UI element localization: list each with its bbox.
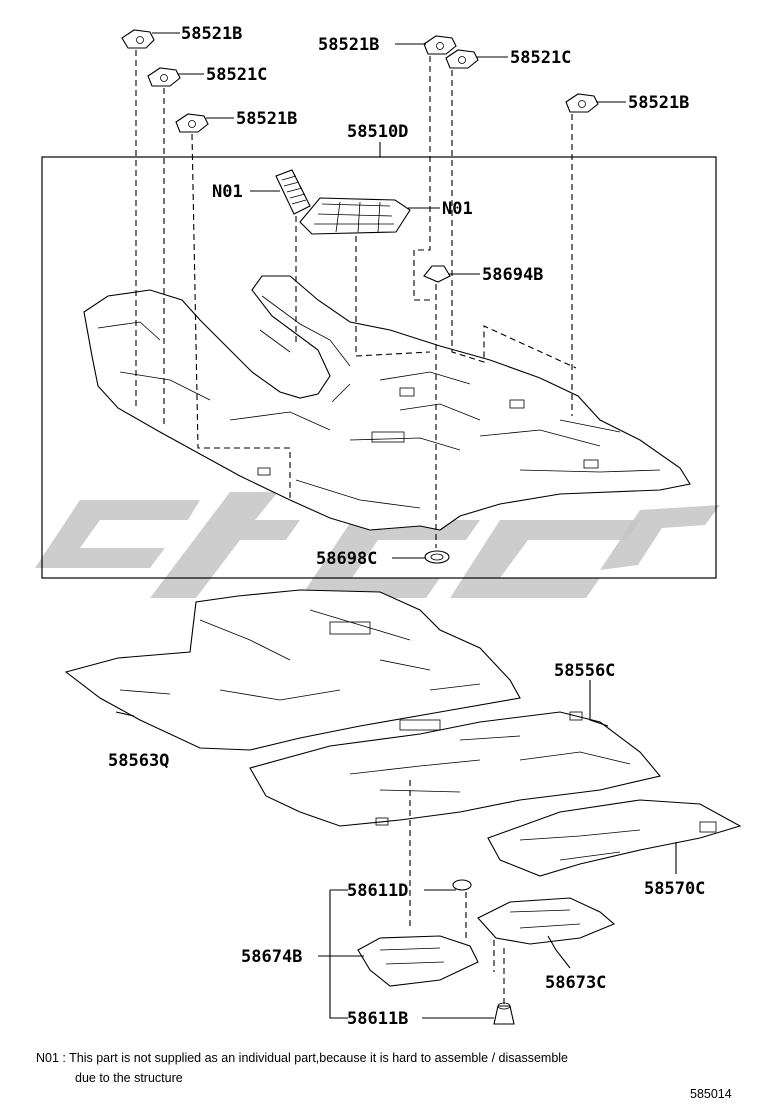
- footrest-pad-n01[interactable]: [299, 197, 411, 235]
- label-58556c: 58556C: [554, 661, 615, 681]
- label-58521b-4: 58521B: [628, 93, 689, 113]
- clip-58521c-1[interactable]: [147, 67, 181, 87]
- clip-58694b[interactable]: [423, 265, 451, 283]
- label-58611b: 58611B: [347, 1009, 408, 1029]
- clip-58521c-2[interactable]: [445, 49, 479, 69]
- note-line-1: N01 : This part is not supplied as an in…: [36, 1051, 568, 1065]
- clip-58521b-1[interactable]: [121, 29, 155, 49]
- cover-58674b[interactable]: [357, 935, 479, 987]
- upper-leader-lines: [152, 32, 626, 559]
- label-58510d: 58510D: [347, 122, 408, 142]
- accelerator-pad-n01[interactable]: [275, 169, 311, 215]
- label-58563q: 58563Q: [108, 751, 169, 771]
- lower-leader-lines: [115, 680, 677, 1019]
- silencer-58556c[interactable]: [249, 711, 661, 827]
- silencer-58563q[interactable]: [64, 589, 521, 751]
- label-58674b: 58674B: [241, 947, 302, 967]
- cover-58673c[interactable]: [477, 897, 616, 945]
- floor-carpet-58510d[interactable]: [83, 275, 691, 531]
- upper-dashed-lines: [135, 50, 577, 548]
- clip-58521b-2[interactable]: [175, 113, 209, 133]
- label-n01-right: N01: [442, 199, 473, 219]
- figure-code: 585014: [690, 1087, 732, 1101]
- label-58673c: 58673C: [545, 973, 606, 993]
- carpet-assembly-box: [41, 156, 717, 579]
- label-58521c-1: 58521C: [206, 65, 267, 85]
- label-58521b-1: 58521B: [181, 24, 242, 44]
- lower-dashed-lines: [409, 780, 505, 1004]
- clip-58611d[interactable]: [452, 879, 472, 891]
- silencer-58570c[interactable]: [487, 799, 742, 877]
- clip-58698c[interactable]: [424, 550, 450, 564]
- label-58521b-3: 58521B: [318, 35, 379, 55]
- label-58611d: 58611D: [347, 881, 408, 901]
- label-58570c: 58570C: [644, 879, 705, 899]
- label-58694b: 58694B: [482, 265, 543, 285]
- label-n01-left: N01: [212, 182, 243, 202]
- label-58521c-2: 58521C: [510, 48, 571, 68]
- note-line-2: due to the structure: [75, 1071, 183, 1085]
- label-58698c: 58698C: [316, 549, 377, 569]
- clip-58521b-4[interactable]: [565, 93, 599, 113]
- label-58521b-2: 58521B: [236, 109, 297, 129]
- clip-58611b[interactable]: [493, 1002, 515, 1025]
- clip-58521b-3[interactable]: [423, 35, 457, 55]
